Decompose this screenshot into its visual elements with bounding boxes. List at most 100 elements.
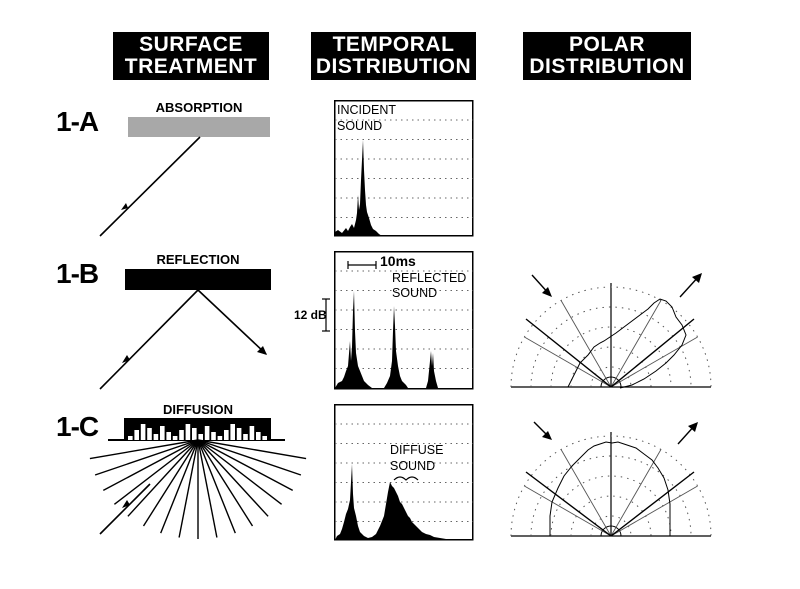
polar-grid-diffuse	[510, 432, 712, 537]
polar-ring	[590, 366, 632, 388]
diffuse-ray	[197, 439, 302, 476]
temporal-plot-diffuse: DIFFUSE SOUND	[334, 404, 474, 541]
treatment-label-reflection: REFLECTION	[156, 252, 240, 267]
temporal-text-diffuse-2: SOUND	[390, 459, 435, 473]
header-polar-distribution: POLAR DISTRIBUTION	[523, 32, 691, 80]
diffuser-well	[185, 424, 191, 440]
temporal-text-incident-2: SOUND	[337, 119, 382, 133]
header-surface-line2: TREATMENT	[124, 55, 258, 78]
polar-ring	[510, 286, 712, 388]
polar-radial-line	[610, 300, 662, 388]
diffuser-well	[134, 430, 139, 440]
polar-incoming-arrow-icon-reflected	[542, 287, 552, 297]
polar-radial-line	[560, 300, 612, 388]
temporal-grid-incident	[335, 119, 473, 218]
polar-radial-line	[560, 449, 612, 537]
temporal-text-reflected-2: SOUND	[392, 286, 437, 300]
temporal-text-diffuse-1: DIFFUSE	[390, 443, 443, 457]
diffusion-incident-ray	[99, 483, 151, 535]
polar-incoming-arrow-icon-diffuse	[542, 431, 552, 440]
diffuser-well	[166, 432, 171, 440]
temporal-text-reflected-1: REFLECTED	[392, 271, 466, 285]
polar-center-ring	[600, 525, 622, 537]
header-polar-line1: POLAR	[569, 33, 645, 56]
temporal-frame-incident	[334, 100, 474, 237]
diffuser-well	[224, 430, 229, 440]
polar-ring	[550, 326, 672, 388]
polar-ring	[550, 475, 672, 537]
polar-plot-diffuse	[510, 421, 712, 537]
diffuse-ray	[102, 439, 199, 492]
diffuse-ray	[178, 439, 199, 538]
polar-center-ring	[600, 376, 622, 388]
polar-outgoing-arrow-icon-reflected	[692, 273, 702, 283]
diffuse-ray	[89, 439, 199, 460]
diffuser-well	[243, 434, 248, 440]
row-label-1c: 1-C	[56, 411, 99, 442]
polar-reflected-ray	[610, 318, 695, 388]
polar-outgoing-arrow-icon-diffuse	[688, 422, 698, 432]
diffuser-well	[147, 428, 152, 440]
diffuser-well	[262, 436, 267, 440]
polar-radial-line	[610, 449, 662, 537]
row-label-1a: 1-A	[56, 106, 99, 137]
level-scale-label: 12 dB	[294, 308, 327, 322]
temporal-plot-reflected: 10ms REFLECTED SOUND 12 dB	[294, 251, 474, 390]
diffuse-ray	[197, 439, 283, 505]
reflection-incident-arrow-icon	[122, 355, 130, 363]
incident-ray	[99, 136, 201, 237]
header-temporal-distribution: TEMPORAL DISTRIBUTION	[311, 32, 476, 80]
absorber-panel	[128, 117, 270, 137]
header-surface-line1: SURFACE	[139, 33, 243, 56]
row-label-1b: 1-B	[56, 258, 99, 289]
header-temporal-line1: TEMPORAL	[332, 33, 455, 56]
reflection-reflected-ray	[197, 289, 267, 355]
treatment-label-absorption: ABSORPTION	[155, 100, 243, 115]
diffuser-well	[249, 426, 255, 440]
diffuser-well	[256, 432, 261, 440]
diffuse-ray	[197, 439, 218, 538]
diffuser-well	[160, 426, 165, 440]
diffuser-well	[153, 434, 159, 440]
polar-incident-ray-reflected	[525, 318, 612, 388]
diffuser-body	[124, 418, 271, 440]
impulse-response-diffuse	[335, 464, 452, 540]
header-polar-line2: DISTRIBUTION	[529, 55, 685, 78]
diffuser-well	[236, 428, 242, 440]
impulse-response-reflected	[335, 291, 438, 388]
diffuse-ray	[160, 439, 199, 534]
temporal-plot-incident: INCIDENT SOUND	[334, 100, 474, 237]
diffuser-well	[204, 426, 210, 440]
time-scale-label: 10ms	[380, 253, 416, 269]
reflector-panel	[125, 269, 271, 290]
polar-radial-line	[610, 336, 698, 388]
diffuse-ray	[197, 439, 269, 517]
diffusion-incident-arrow-icon	[122, 500, 130, 508]
diffuser-well	[128, 436, 133, 440]
diffuser-well	[192, 428, 197, 440]
diffuse-rays	[89, 439, 307, 539]
diffuser-well	[179, 430, 184, 440]
polar-response-reflected	[567, 298, 687, 389]
temporal-text-incident-1: INCIDENT	[337, 103, 396, 117]
diffuser-well	[230, 424, 235, 440]
polar-radial-line	[524, 336, 612, 388]
diffuser-well	[217, 436, 223, 440]
incident-arrow-icon	[121, 203, 128, 210]
impulse-response-incident	[335, 140, 382, 236]
diffuse-ray	[113, 439, 199, 505]
diffuser-wells	[128, 424, 267, 440]
diffuser-well	[172, 436, 178, 440]
header-temporal-line2: DISTRIBUTION	[315, 55, 472, 78]
diffuser-well	[198, 434, 203, 440]
diffuse-ray	[142, 439, 199, 527]
diffuser-well	[211, 432, 216, 440]
polar-response-diffuse	[549, 441, 671, 536]
polar-ring	[510, 435, 712, 537]
diffuser-well	[140, 424, 146, 440]
diffuse-ray	[197, 439, 236, 534]
diffuse-bracket-icon	[393, 476, 419, 481]
diffuse-ray	[94, 439, 199, 476]
